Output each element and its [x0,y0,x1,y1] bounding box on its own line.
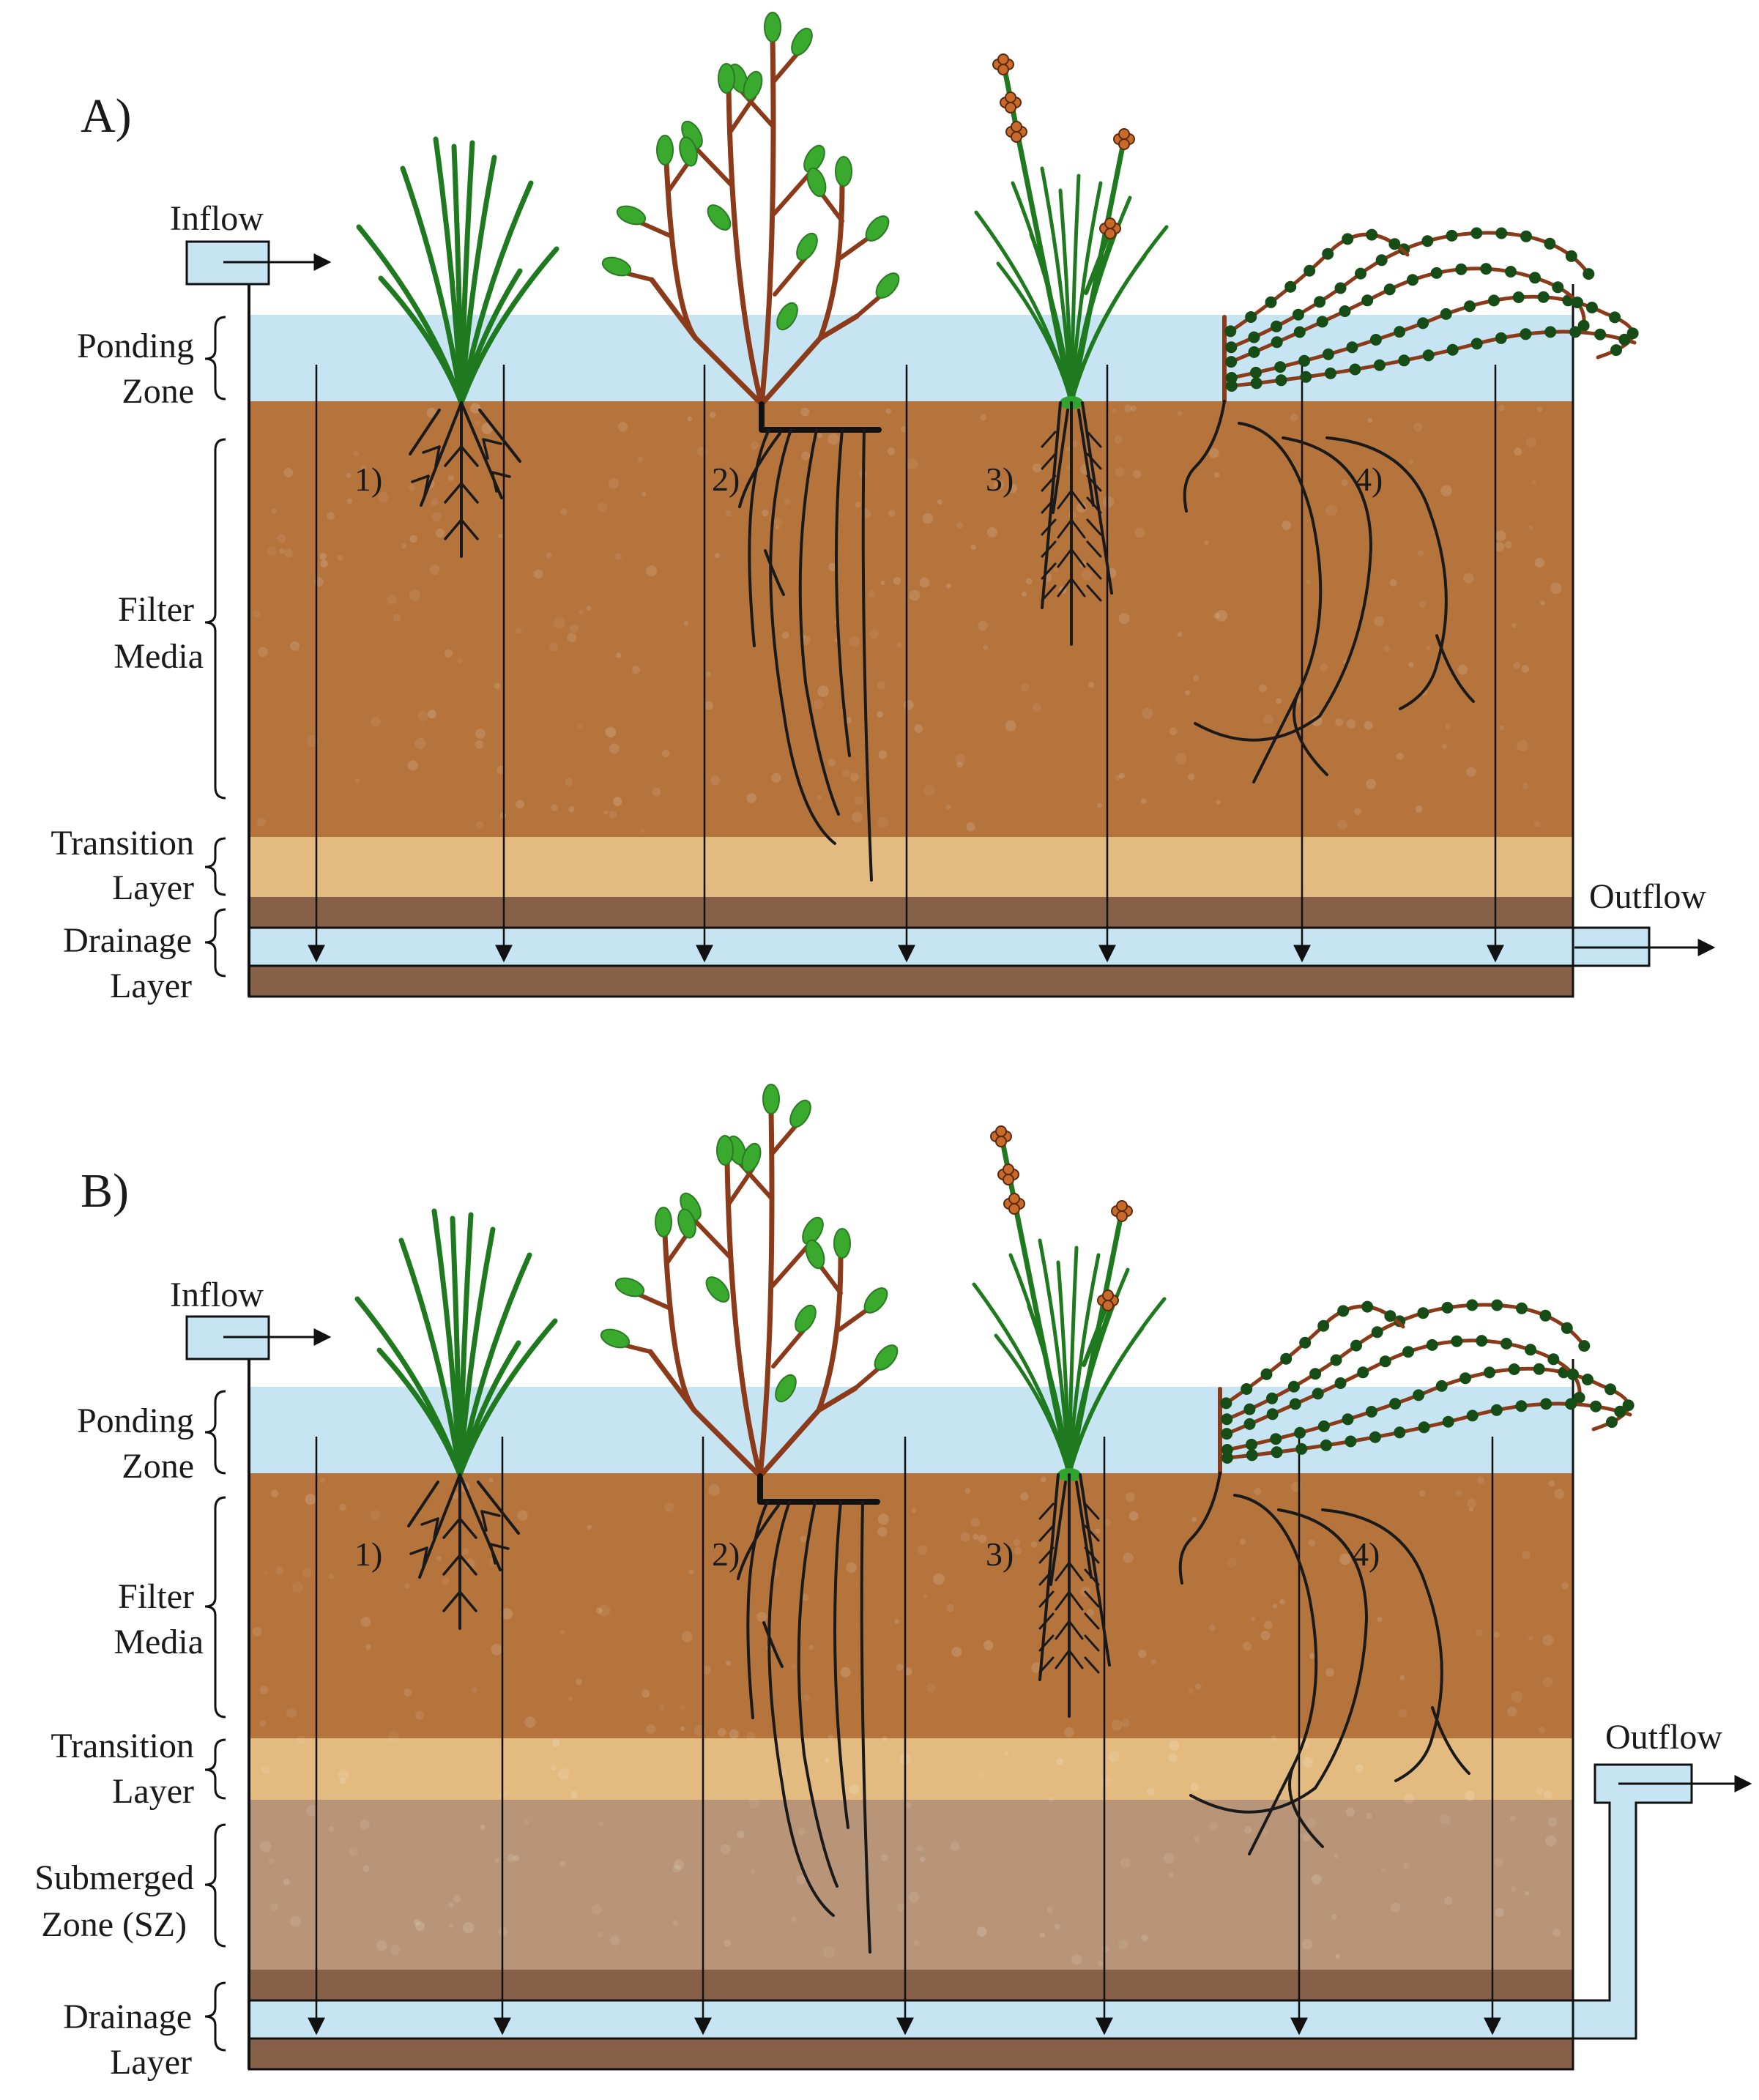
transition-layer [249,1738,1573,1800]
panel-label: A) [81,89,132,143]
plant-number: 2) [712,461,740,498]
layer-label-line1: Drainage [63,1997,192,2036]
layer-label-line1: Transition [51,824,194,863]
inflow-label: Inflow [170,199,264,238]
gravel-band [249,1970,1573,2000]
plant-number: 1) [354,1535,382,1573]
layer-label-line1: Drainage [63,921,192,960]
bottom-base [248,2037,1574,2071]
layer-label-line1: Filter [118,590,194,629]
soil-texture [252,403,1562,833]
panel-label: B) [81,1164,129,1218]
outflow-riser [1572,1763,1693,2040]
drainage-layer [248,1999,1574,2040]
plant-number: 1) [354,461,382,498]
layer-label-line1: Filter [118,1577,194,1616]
layer-labels: Ponding Zone Filter Media Transition Lay… [34,1390,226,2082]
plant-number: 2) [712,1535,740,1573]
layer-label-line2: Layer [110,2043,192,2082]
layer-label-line2: Layer [112,868,194,907]
plant-4-groundcover [1178,1299,1635,1855]
infiltration-arrows [308,365,1504,963]
plant-2-shrub [601,12,900,882]
plant-2-shrub [600,1084,899,1954]
plant-number: 4) [1355,461,1383,498]
plant-3-rush [972,1125,1167,1718]
panel-a: A) Inflow Outflow [51,12,1716,1005]
layer-label-line2: Zone [122,1447,194,1486]
layer-label-line1: Transition [51,1727,194,1765]
layer-label-line1: Submerged [34,1858,194,1897]
layer-labels: Ponding Zone Filter Media Transition Lay… [51,316,226,1005]
layer-label-line2: Media [114,1623,204,1661]
plant-4-groundcover [1183,227,1639,783]
plant-3-rush [974,53,1169,646]
plant-1-grass [354,1208,558,1630]
plant-number: 3) [986,1535,1014,1573]
plant-number: 4) [1352,1535,1380,1573]
filter-media [249,1473,1573,1738]
drainage-layer [248,926,1574,967]
transition-layer [249,837,1573,897]
inflow-label: Inflow [170,1276,264,1314]
gravel-band [249,897,1573,928]
layer-label-line2: Layer [110,967,192,1005]
panel-b: B) Inflow Outflow Pondi [34,1084,1752,2082]
outflow-label: Outflow [1605,1718,1722,1757]
outflow-label: Outflow [1589,877,1706,916]
bottom-base [248,964,1574,998]
layer-label-line2: Layer [112,1772,194,1811]
layer-label-line2: Media [114,637,204,676]
layer-label-line1: Ponding [77,1401,194,1440]
infiltration-arrows [308,1437,1501,2036]
submerged-zone [249,1800,1573,1970]
layer-label-line2: Zone [122,372,194,411]
soil-texture [252,1476,1569,1967]
plant-1-grass [356,136,559,558]
plant-number: 3) [986,461,1014,498]
layer-label-line1: Ponding [77,327,194,365]
layer-label-line2: Zone (SZ) [41,1905,187,1944]
filter-media [249,401,1573,837]
